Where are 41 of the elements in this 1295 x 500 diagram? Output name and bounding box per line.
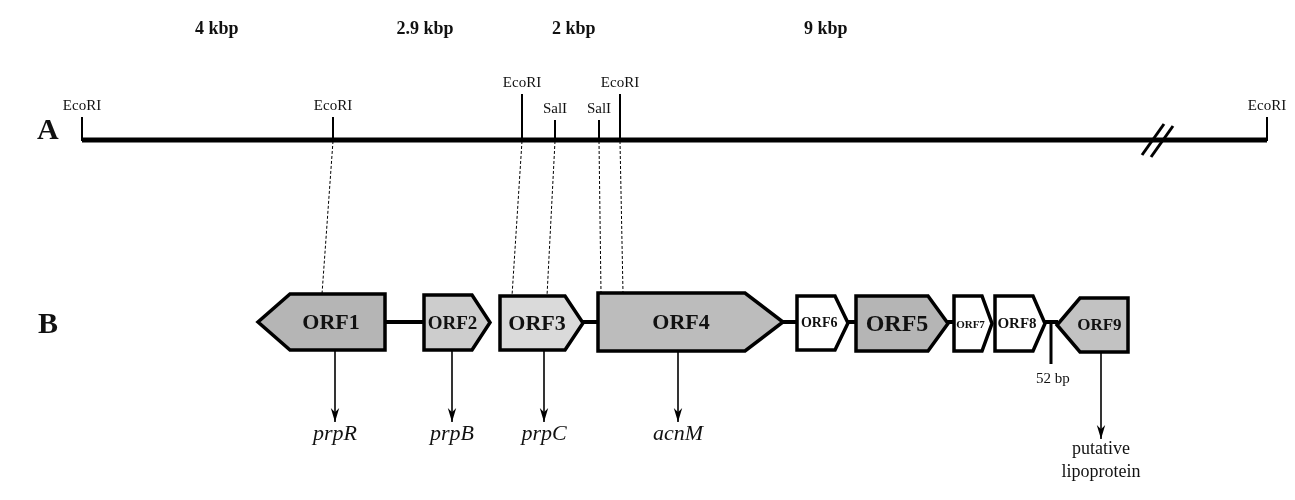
gene-name: prpB [412,420,492,446]
dna-backbone-line [847,320,857,324]
fragment-size-label: 2.9 kbp [396,18,454,39]
dna-backbone-line [947,320,955,324]
restriction-map-line [522,137,555,143]
gene-arrow-box: ORF9 [1057,298,1128,352]
spacer-length-label: 52 bp [1036,370,1070,387]
fragment-size-label: 9 kbp [804,18,848,39]
dashed-mapping-line [321,140,334,295]
dashed-mapping-line [546,140,556,297]
gene-arrow-box: ORF2 [424,295,490,350]
gene-arrow-box: ORF5 [856,296,948,351]
arrow [1096,351,1106,440]
panel-letter: A [37,112,59,146]
dna-backbone-line [582,320,599,324]
gene-product-label: putative lipoprotein [1046,437,1156,484]
dashed-mapping-line [511,140,523,297]
panel-letter: B [38,306,58,340]
dna-backbone-line [782,320,798,324]
fragment-size-label: 2 kbp [552,18,596,39]
gene-arrow-box: ORF7 [954,296,992,351]
restriction-map-line [555,137,599,143]
fragment-size-label: 4 kbp [195,18,239,39]
gene-name: acnM [633,420,723,446]
arrow [330,349,340,423]
arrow [539,349,549,423]
arrow [673,350,683,423]
gene-name: prpC [504,420,584,446]
restriction-map-line [620,137,1267,143]
restriction-map-line [599,137,620,143]
gene-name: prpR [295,420,375,446]
dna-backbone-line [384,320,425,324]
gene-arrow-box: ORF1 [258,294,385,350]
gene-arrow-box: ORF6 [797,296,848,350]
dna-backbone-line [1044,320,1058,324]
arrow [447,349,457,423]
gene-arrow-box: ORF3 [500,296,583,350]
restriction-map-line [82,137,333,143]
restriction-map-line [333,137,522,143]
gene-arrow-box: ORF8 [995,296,1045,351]
gene-arrow-box: ORF4 [598,293,783,351]
